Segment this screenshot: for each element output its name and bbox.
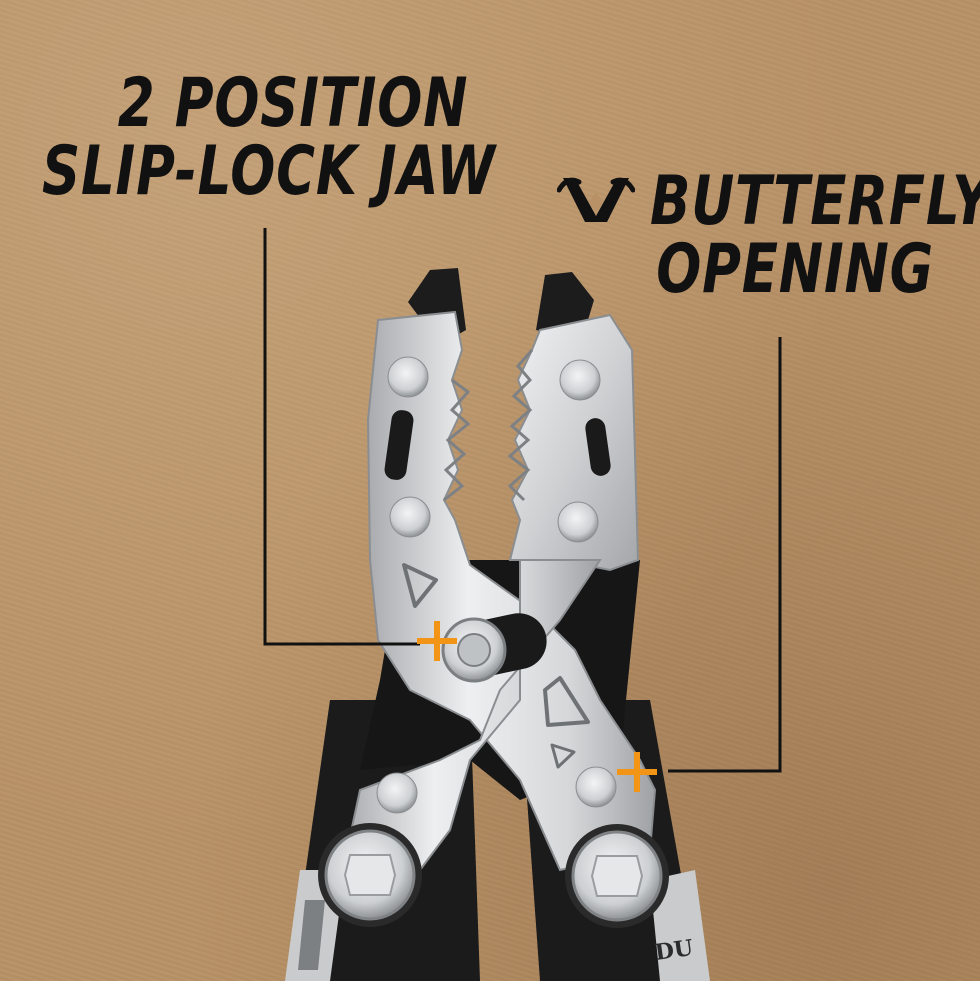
rivet	[557, 501, 599, 543]
jaw-slot	[384, 410, 414, 480]
handle-bolt-right	[565, 824, 669, 928]
plus-marker-icon	[417, 621, 457, 661]
slip-lock-line-2: SLIP-LOCK JAW	[42, 132, 496, 211]
butterfly-line-2: OPENING	[656, 230, 934, 309]
rivet	[376, 772, 418, 814]
handle-bolt-left	[318, 823, 422, 927]
left-jaw-teeth	[443, 378, 471, 502]
butterfly-opening-headline: BUTTERFLY OPENING	[650, 168, 980, 304]
butterfly-opening-icon	[557, 177, 635, 222]
slip-lock-leader-line	[263, 228, 420, 646]
left-jaw-plate	[366, 310, 657, 872]
triangle-cutout	[402, 563, 438, 608]
rivet	[559, 359, 601, 401]
right-jaw-teeth	[507, 349, 534, 502]
slip-lock-line-1: 2 POSITION	[117, 64, 469, 143]
jaw-slot	[585, 418, 611, 476]
butterfly-leader-line	[668, 337, 782, 773]
handle-engraving: DU	[653, 935, 695, 966]
rivet	[575, 766, 617, 808]
slip-lock-jaw-headline: 2 POSITION SLIP-LOCK JAW	[42, 70, 496, 206]
triangle-cutout	[550, 743, 576, 769]
butterfly-line-1: BUTTERFLY	[650, 162, 980, 241]
triangle-cutout	[543, 676, 590, 727]
rivet	[389, 496, 431, 538]
plus-marker-icon	[617, 752, 657, 792]
rivet	[387, 356, 429, 398]
